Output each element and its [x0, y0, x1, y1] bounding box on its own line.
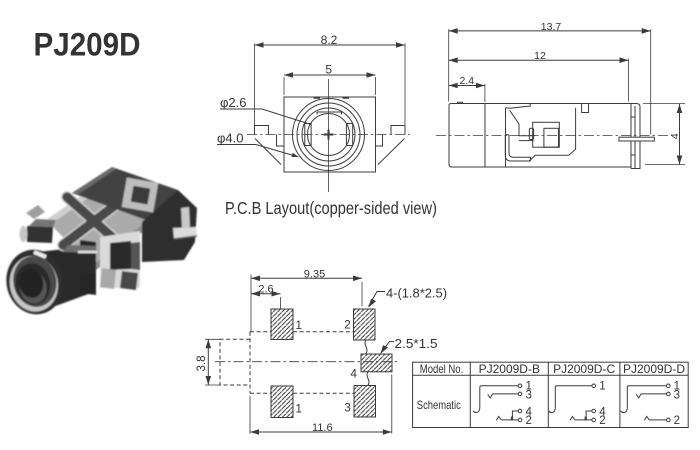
svg-text:4: 4: [351, 368, 358, 380]
svg-text:1: 1: [674, 380, 680, 392]
svg-text:1: 1: [526, 380, 532, 392]
svg-text:1: 1: [296, 320, 302, 332]
svg-text:4: 4: [669, 133, 681, 139]
svg-text:2.6: 2.6: [258, 283, 273, 295]
svg-text:11.6: 11.6: [312, 422, 333, 434]
svg-text:φ4.0: φ4.0: [217, 131, 244, 146]
svg-text:2: 2: [599, 415, 605, 427]
svg-text:2.4: 2.4: [459, 75, 474, 87]
svg-text:4: 4: [526, 406, 533, 418]
svg-text:9.35: 9.35: [304, 268, 325, 280]
svg-text:φ2.6: φ2.6: [220, 95, 247, 110]
svg-text:Schematic: Schematic: [417, 398, 461, 412]
svg-text:P.C.B Layout(copper-sided view: P.C.B Layout(copper-sided view): [225, 198, 437, 218]
svg-text:13.7: 13.7: [541, 21, 562, 33]
svg-text:2: 2: [674, 415, 680, 427]
svg-text:Model No.: Model No.: [420, 362, 464, 376]
svg-text:3: 3: [674, 390, 680, 402]
svg-text:3: 3: [526, 390, 532, 402]
svg-text:12: 12: [534, 50, 546, 62]
svg-text:4: 4: [599, 406, 606, 418]
svg-text:1: 1: [296, 404, 302, 416]
svg-text:PJ2009D-C: PJ2009D-C: [553, 362, 615, 376]
svg-text:4-(1.8*2.5): 4-(1.8*2.5): [386, 286, 447, 301]
svg-text:3.8: 3.8: [196, 356, 208, 372]
svg-text:2: 2: [526, 415, 532, 427]
svg-text:2: 2: [344, 320, 350, 332]
svg-text:3: 3: [344, 403, 350, 415]
svg-text:8.2: 8.2: [321, 33, 338, 47]
svg-text:2.5*1.5: 2.5*1.5: [395, 336, 438, 351]
svg-text:1: 1: [599, 380, 605, 392]
svg-text:5: 5: [325, 62, 332, 76]
svg-text:PJ2009D-D: PJ2009D-D: [623, 362, 685, 376]
svg-text:PJ209D: PJ209D: [34, 26, 141, 62]
svg-text:PJ2009D-B: PJ2009D-B: [479, 362, 540, 376]
